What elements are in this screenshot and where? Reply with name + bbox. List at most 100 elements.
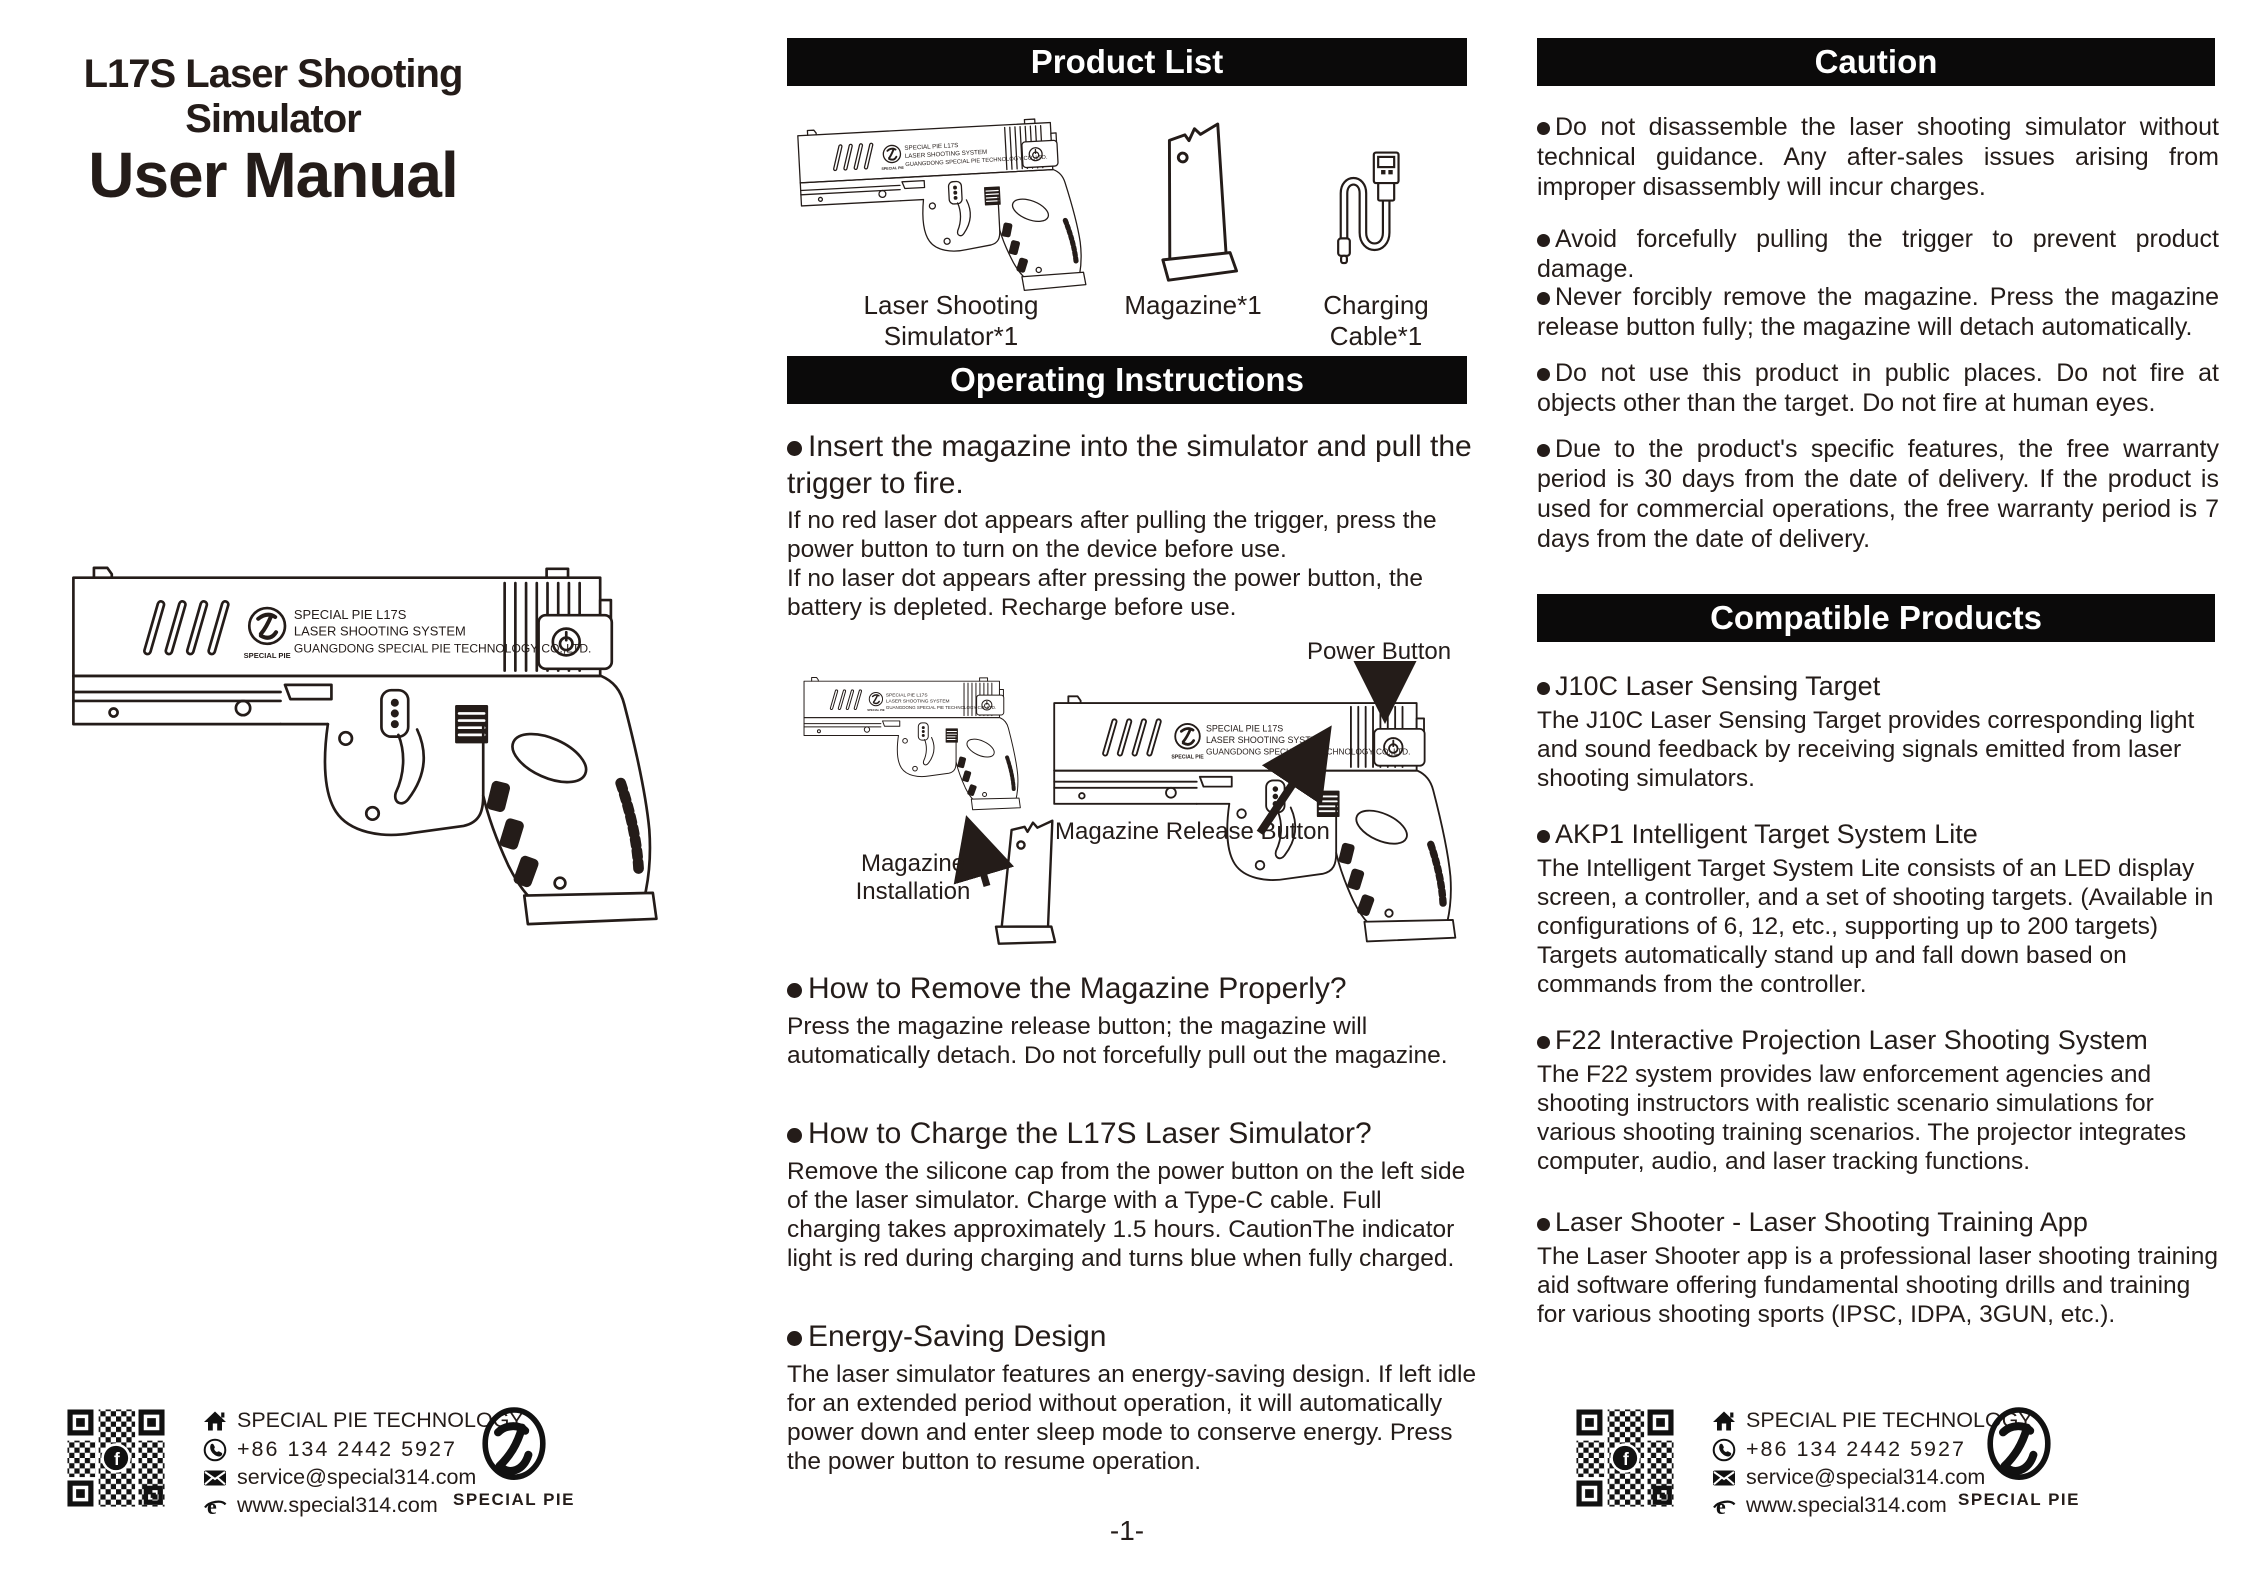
footer-company-row: SPECIAL PIE TECHNOLOGY: [203, 1408, 524, 1433]
diagram-arrows: [953, 661, 1417, 887]
magazine-release-label: Magazine Release Button: [1055, 818, 1330, 845]
bullet-icon: [1537, 292, 1550, 305]
qr-code: [1573, 1406, 1677, 1510]
intro-body: If no red laser dot appears after pullin…: [787, 506, 1479, 622]
magazine-installation-line2: Installation: [855, 878, 971, 905]
compatible-name-0: J10C Laser Sensing Target: [1555, 671, 1881, 701]
footer-website-row: www.special314.com: [203, 1493, 438, 1518]
magazine-release-arrow: [1256, 725, 1332, 836]
bullet-icon: [1537, 444, 1550, 457]
caution-item: Due to the product's specific features, …: [1537, 434, 2219, 554]
caution-item: Avoid forcefully pulling the trigger to …: [1537, 224, 2219, 284]
caution-text-1: Avoid forcefully pulling the trigger to …: [1537, 225, 2219, 283]
footer-email-row: service@special314.com: [1712, 1465, 1985, 1490]
section-header-compatible: Compatible Products: [1537, 594, 2215, 642]
compatible-item-name: AKP1 Intelligent Target System Lite: [1537, 818, 2219, 850]
compatible-name-2: F22 Interactive Projection Laser Shootin…: [1555, 1025, 2148, 1055]
section-remove-body: Press the magazine release button; the m…: [787, 1013, 1448, 1069]
section-charge-body: Remove the silicone cap from the power b…: [787, 1158, 1466, 1272]
magazine-installation-label: Magazine Installation: [847, 850, 979, 906]
page-title: User Manual: [88, 139, 459, 211]
brand-name: SPECIAL PIE: [453, 1490, 575, 1509]
bullet-icon: [1537, 122, 1550, 135]
compatible-item-description: The F22 system provides law enforcement …: [1537, 1061, 2187, 1175]
qr-code: [64, 1406, 168, 1510]
power-button-label: Power Button: [1307, 638, 1452, 665]
intro-body-line1: If no red laser dot appears after pullin…: [787, 507, 1437, 563]
section-remove-heading: How to Remove the Magazine Properly?: [787, 970, 1482, 1007]
caution-item: Do not disassemble the laser shooting si…: [1537, 112, 2219, 202]
footer-phone: +86 134 2442 5927: [1746, 1437, 1966, 1461]
magazine-installation-line1: Magazine: [860, 850, 966, 877]
footer-phone-row: +86 134 2442 5927: [203, 1437, 457, 1462]
compatible-header-label: Compatible Products: [1710, 599, 2042, 636]
footer-website: www.special314.com: [237, 1493, 438, 1517]
footer-phone: +86 134 2442 5927: [237, 1437, 457, 1461]
bullet-icon: [787, 983, 802, 998]
special-pie-logo-icon: [1979, 1402, 2059, 1490]
caution-text-2: Never forcibly remove the magazine. Pres…: [1537, 283, 2219, 341]
brand-logo: SPECIAL PIE: [1957, 1402, 2081, 1510]
globe-icon: [1712, 1494, 1736, 1518]
operating-header-label: Operating Instructions: [950, 361, 1304, 398]
bullet-icon: [787, 441, 802, 456]
product-pistol-illustration: [790, 90, 1100, 311]
footer-website-row: www.special314.com: [1712, 1493, 1947, 1518]
footer-website: www.special314.com: [1746, 1493, 1947, 1517]
bullet-icon: [787, 1128, 802, 1143]
section-energy-body: The laser simulator features an energy-s…: [787, 1361, 1477, 1475]
intro-heading: Insert the magazine into the simulator a…: [787, 428, 1482, 502]
globe-icon: [203, 1494, 227, 1518]
section-header-operating: Operating Instructions: [787, 356, 1467, 404]
product-label-cable: Charging Cable*1: [1323, 290, 1429, 351]
footer-company: SPECIAL PIE TECHNOLOGY: [237, 1408, 524, 1432]
title-block: L17S Laser Shooting Simulator User Manua…: [58, 52, 488, 212]
caution-header-label: Caution: [1814, 43, 1938, 80]
footer-phone-row: +86 134 2442 5927: [1712, 1437, 1966, 1462]
section-header-product-list: Product List: [787, 38, 1467, 86]
bullet-icon: [787, 1331, 802, 1346]
main-pistol-illustration: [60, 515, 685, 944]
caution-item: Never forcibly remove the magazine. Pres…: [1537, 282, 2219, 342]
home-icon: [203, 1409, 227, 1433]
footer-email: service@special314.com: [1746, 1465, 1986, 1489]
section-charge-heading: How to Charge the L17S Laser Simulator?: [787, 1115, 1482, 1152]
brand-logo: SPECIAL PIE: [452, 1402, 576, 1510]
home-icon: [1712, 1409, 1736, 1433]
compatible-item-description: The Intelligent Target System Lite consi…: [1537, 855, 2214, 998]
compatible-item-name: Laser Shooter - Laser Shooting Training …: [1537, 1206, 2219, 1238]
compatible-item-description: The J10C Laser Sensing Target provides c…: [1537, 707, 2195, 792]
caution-text-4: Due to the product's specific features, …: [1537, 435, 2219, 553]
product-magazine-illustration: [1149, 115, 1243, 289]
operation-diagram: Power Button Magazine Release Button Mag…: [787, 630, 1487, 960]
bullet-icon: [1537, 368, 1550, 381]
mail-icon: [1712, 1466, 1736, 1490]
bullet-icon: [1537, 234, 1550, 247]
compatible-item-name: J10C Laser Sensing Target: [1537, 670, 2219, 702]
bullet-icon: [1537, 1218, 1550, 1231]
caution-item: Do not use this product in public places…: [1537, 358, 2219, 418]
product-list-header-label: Product List: [1030, 43, 1224, 80]
brand-name: SPECIAL PIE: [1958, 1490, 2080, 1509]
compatible-name-1: AKP1 Intelligent Target System Lite: [1555, 819, 1978, 849]
compatible-item-name: F22 Interactive Projection Laser Shootin…: [1537, 1024, 2219, 1056]
phone-icon: [1712, 1438, 1736, 1462]
product-cable-illustration: [1328, 148, 1408, 272]
product-label-magazine: Magazine*1: [1124, 290, 1262, 320]
magazine-installation-arrow: [953, 815, 1015, 887]
intro-heading-text: Insert the magazine into the simulator a…: [787, 430, 1472, 500]
bullet-icon: [1537, 830, 1550, 843]
compatible-name-3: Laser Shooter - Laser Shooting Training …: [1555, 1207, 2088, 1237]
footer-email-row: service@special314.com: [203, 1465, 476, 1490]
caution-text-3: Do not use this product in public places…: [1537, 359, 2219, 417]
product-title: L17S Laser Shooting Simulator: [83, 52, 464, 141]
bullet-icon: [1537, 682, 1550, 695]
compatible-item-description: The Laser Shooter app is a professional …: [1537, 1243, 2218, 1328]
section-energy-heading-text: Energy-Saving Design: [808, 1320, 1107, 1353]
product-label-simulator: Laser Shooting Simulator*1: [863, 290, 1039, 351]
mail-icon: [203, 1466, 227, 1490]
special-pie-logo-icon: [474, 1402, 554, 1490]
phone-icon: [203, 1438, 227, 1462]
footer-company: SPECIAL PIE TECHNOLOGY: [1746, 1408, 2033, 1432]
